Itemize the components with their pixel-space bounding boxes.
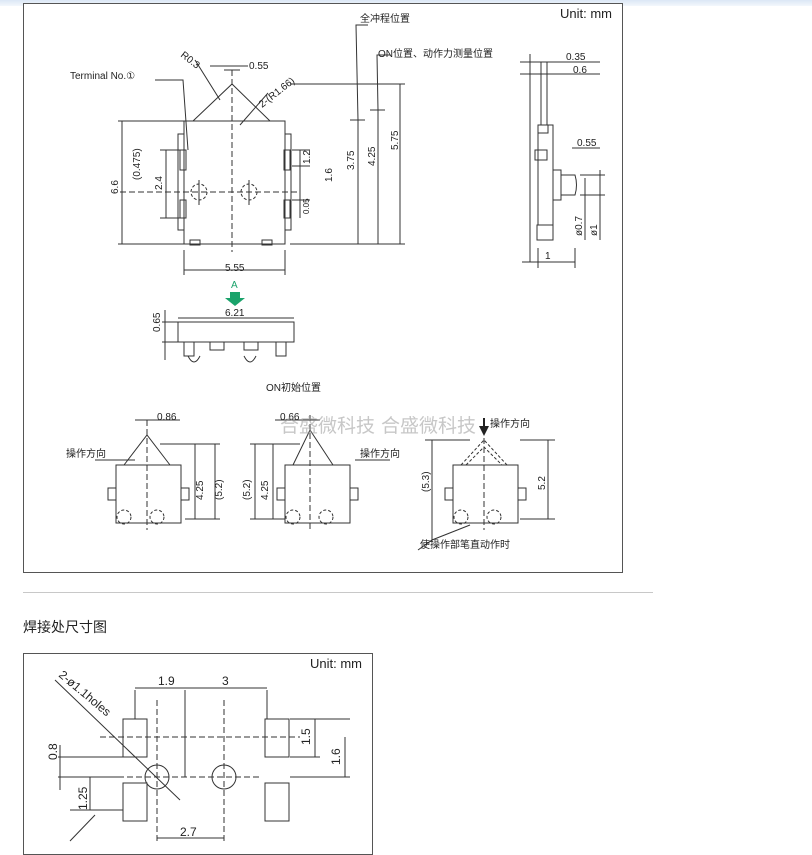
dim-555: 5.55: [225, 263, 245, 274]
label-operate-tip: 使操作部笔直动作时: [420, 538, 510, 551]
label-direction-2: 操作方向: [360, 447, 400, 460]
pad-bottom-right: [264, 782, 290, 822]
dim-19: 1.9: [158, 674, 175, 688]
lower-view-3: [417, 420, 555, 551]
dim-086: 0.86: [157, 412, 177, 423]
switch-dimension-drawing: Terminal No.① R0.3 0.55 2-(R1.66) 全冲程位置 …: [66, 12, 605, 551]
unit-label-bottom: Unit: mm: [310, 656, 362, 671]
dimension-drawing-panel: [23, 3, 623, 573]
label-direction-1: 操作方向: [66, 447, 106, 460]
switch-body-front: [183, 120, 286, 245]
dim-holes: 2-ø1.1holes: [56, 668, 114, 719]
dim-425: 4.25: [367, 146, 378, 166]
unit-label-top: Unit: mm: [560, 6, 612, 21]
section-heading: 焊接处尺寸图: [23, 619, 107, 635]
dim-055: 0.55: [249, 61, 269, 72]
lower-view-2: [250, 415, 390, 530]
pad-bottom-left: [122, 782, 148, 822]
terminal-label: Terminal No.①: [70, 71, 135, 82]
section-divider: [23, 592, 653, 593]
dim-005: 0.05: [302, 198, 311, 214]
lower-view-1: [95, 419, 220, 530]
dim-15: 1.5: [299, 728, 313, 745]
dim-16-pad: 1.6: [329, 748, 343, 765]
label-direction-3: 操作方向: [490, 417, 530, 430]
dim-phi07: ø0.7: [574, 216, 585, 236]
dim-066: 0.66: [280, 412, 300, 423]
view-a-label: A: [231, 280, 238, 291]
dim-52p-a: (5.2): [214, 479, 225, 500]
dim-08: 0.8: [46, 743, 60, 760]
dim-27: 2.7: [180, 825, 197, 839]
label-on-initial: ON初始位置: [266, 381, 321, 394]
dim-0475: (0.475): [132, 148, 143, 180]
switch-body-view-a: [177, 321, 295, 343]
label-full-stroke: 全冲程位置: [360, 12, 410, 25]
dim-1: 1: [545, 251, 551, 262]
pad-top-right: [264, 718, 290, 758]
dim-621: 6.21: [225, 308, 245, 319]
dim-phi1: ø1: [589, 224, 600, 236]
dim-12: 1.2: [302, 150, 313, 164]
dim-66: 6.6: [110, 180, 121, 194]
label-on-position: ON位置、动作力测量位置: [378, 47, 493, 60]
view-a-arrow-icon: [225, 292, 245, 306]
dim-3: 3: [222, 674, 229, 688]
dim-52p-b: (5.2): [242, 479, 253, 500]
dim-06: 0.6: [573, 65, 587, 76]
dim-055-side: 0.55: [577, 138, 597, 149]
dim-575: 5.75: [390, 130, 401, 150]
dim-52: 5.2: [537, 476, 548, 490]
dim-425-b: 4.25: [260, 480, 271, 500]
dim-035: 0.35: [566, 52, 586, 63]
dim-24: 2.4: [154, 176, 165, 190]
pad-top-left: [122, 718, 148, 758]
dim-125: 1.25: [76, 786, 90, 810]
watermark: 合盛微科技 合盛微科技: [280, 415, 476, 437]
dim-375: 3.75: [346, 150, 357, 170]
dim-425-a: 4.25: [195, 480, 206, 500]
dim-16: 1.6: [324, 168, 335, 182]
dim-53p: (5.3): [421, 471, 432, 492]
dim-065: 0.65: [152, 312, 163, 332]
